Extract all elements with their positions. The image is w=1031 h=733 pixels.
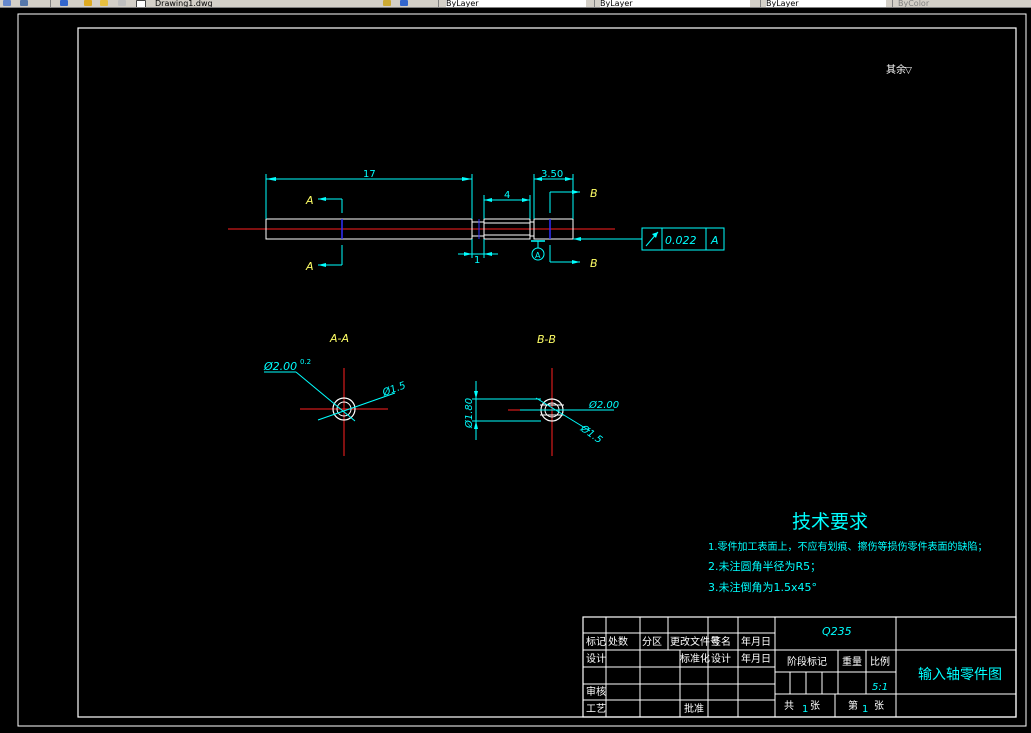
section-cut-a: A A (305, 194, 343, 273)
tb-header: 分区 (642, 636, 662, 648)
height-label: Ø1.80 (463, 398, 475, 429)
tb-header: 设计 (711, 652, 731, 665)
linetype-dropdown[interactable]: ByLayer (600, 0, 750, 7)
surface-note: 其余 (886, 63, 906, 76)
dimension-350: 3.50 (533, 169, 574, 219)
toolbar-separator (760, 0, 761, 7)
tb-header: 审核 (586, 685, 606, 698)
datum-label: A (535, 251, 541, 260)
tech-line: 1.零件加工表面上，不应有划痕、擦伤等损伤零件表面的缺陷； (708, 540, 988, 553)
tech-line: 2.未注圆角半径为R5； (708, 559, 821, 573)
layer-state-icon[interactable] (60, 0, 68, 6)
tb-header: 张 (810, 700, 820, 712)
toolbar-separator (594, 0, 595, 7)
hole-label: Ø1.5 (380, 379, 407, 399)
toolbar-separator (50, 0, 51, 7)
drawing-frame (77, 27, 1017, 718)
shaft-end-section (533, 218, 574, 240)
section-title-aa: A-A (329, 332, 349, 345)
dimension-text: 4 (504, 190, 510, 201)
tb-header: 标记 (586, 636, 606, 648)
save-icon[interactable] (20, 0, 28, 6)
layer-manager-icon[interactable] (400, 0, 408, 6)
section-bb: B-B Ø1.80 Ø2.00 Ø1.5 (463, 333, 619, 456)
dimension-17: 17 (265, 169, 473, 219)
tb-header: 处数 (608, 635, 628, 648)
toolbar-strip: Drawing1.dwg ByLayer ByLayer ByLayer ByC… (0, 0, 1031, 8)
dia-label: Ø2.00 (263, 360, 297, 373)
lineweight-dropdown[interactable]: ByLayer (766, 0, 886, 7)
section-label-a: A (305, 194, 314, 207)
dimension-1: 1 (458, 239, 498, 266)
dimension-text: 17 (363, 169, 376, 180)
title-block: 标记 处数 分区 更改文件号 签名 年月日 设计 标准化 设计 年月日 审核 工… (582, 616, 1017, 718)
toolbar-separator (892, 0, 893, 7)
tb-header: 年月日 (741, 652, 771, 665)
tb-header: 标准化 (680, 652, 710, 665)
tolerance-frame: 0.022 A (573, 227, 725, 251)
section-label-b: B (590, 187, 598, 200)
tb-value: 1 (802, 704, 808, 715)
sheet-border (17, 13, 1027, 727)
sun-icon[interactable] (100, 0, 108, 6)
tb-header: 工艺 (586, 703, 606, 715)
color-swatch-icon[interactable] (136, 0, 146, 7)
shaft-body (265, 218, 473, 240)
tb-header: 张 (874, 700, 884, 712)
layer-dropdown[interactable]: Drawing1.dwg (155, 0, 213, 7)
section-label-b: B (590, 257, 598, 270)
section-cut-b: B B (549, 187, 598, 270)
toolbar-separator (438, 0, 439, 7)
lock-icon[interactable] (118, 0, 126, 6)
dimension-text: 3.50 (541, 169, 563, 180)
tb-header: 比例 (870, 655, 890, 668)
datum-marker: A (531, 240, 545, 261)
tb-header: 批准 (684, 702, 704, 715)
section-title-bb: B-B (537, 333, 556, 346)
material-label: Q235 (822, 625, 852, 638)
dia-tolerance: 0.2 (300, 358, 311, 366)
tech-title: 技术要求 (792, 511, 868, 533)
tech-line: 3.未注倒角为1.5x45° (708, 580, 817, 594)
roughness-icon: ▽ (905, 66, 912, 76)
runout-icon (645, 231, 659, 247)
section-aa: A-A Ø2.00 0.2 Ø1.5 (263, 332, 407, 456)
tolerance-value: 0.022 (665, 234, 697, 247)
dimension-text: 1 (474, 255, 480, 266)
bulb-icon[interactable] (84, 0, 92, 6)
tb-header: 第 (848, 699, 858, 712)
layer-icon[interactable] (3, 0, 11, 6)
tech-requirements: 技术要求 1.零件加工表面上，不应有划痕、擦伤等损伤零件表面的缺陷； 2.未注圆… (708, 511, 988, 594)
tb-header: 签名 (711, 635, 731, 648)
color-dropdown[interactable]: ByLayer (446, 0, 586, 7)
tb-header: 共 (784, 700, 794, 712)
plotstyle-dropdown[interactable]: ByColor (898, 0, 930, 7)
shaft-flat-section (483, 218, 531, 240)
dimension-4: 4 (483, 190, 531, 219)
tb-header: 年月日 (741, 635, 771, 648)
layer-previous-icon[interactable] (383, 0, 391, 6)
section-label-a: A (305, 260, 314, 273)
tb-value: 1 (862, 704, 868, 715)
dia-label: Ø2.00 (588, 399, 619, 411)
tolerance-datum: A (710, 234, 719, 247)
tb-header: 更改文件号 (670, 635, 720, 648)
scale-value: 5:1 (872, 682, 888, 693)
tb-header: 设计 (586, 652, 606, 665)
part-name: 输入轴零件图 (918, 667, 1002, 683)
tb-header: 重量 (842, 655, 862, 668)
tb-header: 阶段标记 (787, 655, 827, 668)
shaft-view (228, 218, 615, 240)
